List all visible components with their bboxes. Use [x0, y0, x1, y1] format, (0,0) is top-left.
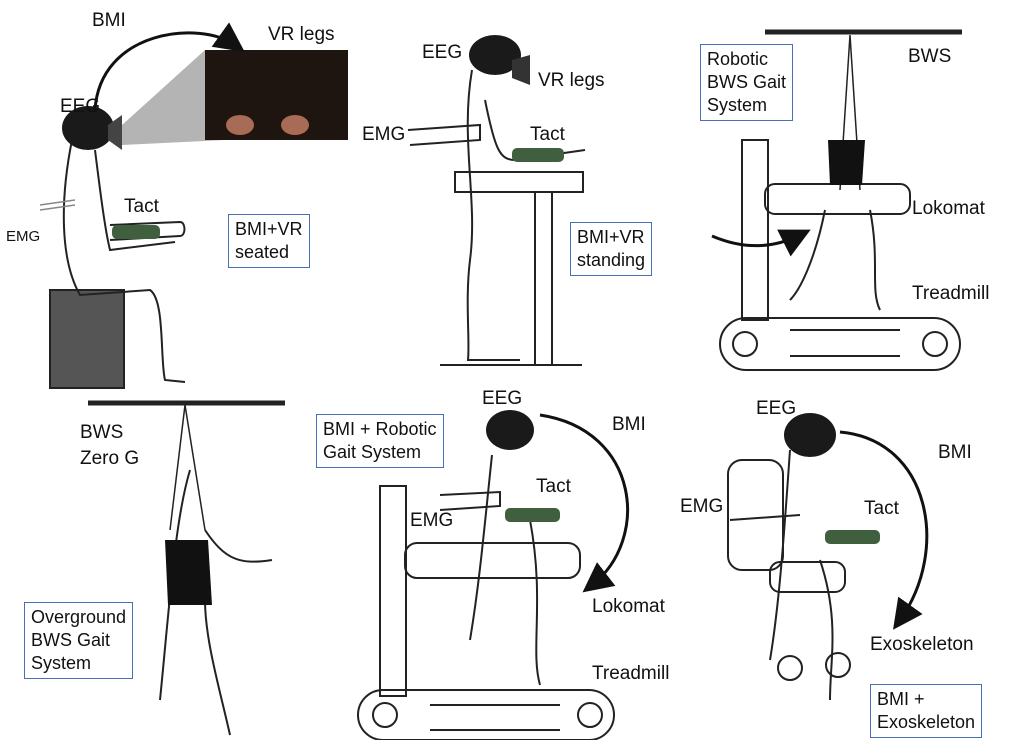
caption-bmi-vr-seated: BMI+VR seated	[228, 214, 310, 268]
tact-label: Tact	[864, 498, 899, 520]
eeg-label: EEG	[482, 388, 522, 410]
body-harness	[828, 140, 865, 185]
emg-label: EMG	[410, 510, 453, 532]
eeg-label: EEG	[756, 398, 796, 420]
caption-bmi-exoskeleton: BMI + Exoskeleton	[870, 684, 982, 738]
tact-label: Tact	[536, 476, 571, 498]
bmi-arrow	[540, 415, 628, 585]
lokomat-label: Lokomat	[912, 198, 985, 220]
caption-bmi-vr-standing: BMI+VR standing	[570, 222, 652, 276]
tact-sleeve	[825, 530, 880, 544]
emg-label: EMG	[680, 496, 723, 518]
lokomat-label: Lokomat	[592, 596, 665, 618]
eeg-label: EEG	[422, 42, 462, 64]
bmi-label: BMI	[92, 10, 126, 32]
bmi-robotic-rig	[358, 455, 614, 740]
emg-lines	[40, 200, 75, 210]
emg-label: EMG	[362, 124, 405, 146]
lokomat-arrow	[712, 235, 800, 246]
standing-figure	[408, 70, 585, 365]
treadmill-label: Treadmill	[912, 283, 989, 305]
caption-overground-bws: Overground BWS Gait System	[24, 602, 133, 679]
caption-bmi-robotic: BMI + Robotic Gait System	[316, 414, 444, 468]
seated-figure	[50, 140, 185, 388]
vr-leg-shape	[281, 115, 309, 135]
bmi-label: BMI	[938, 442, 972, 464]
exoskeleton-rig	[728, 450, 850, 700]
vr-leg-shape	[226, 115, 254, 135]
eeg-cap	[486, 410, 534, 450]
body-harness	[165, 540, 212, 605]
bws-label: BWS	[908, 46, 951, 68]
treadmill-label: Treadmill	[592, 663, 669, 685]
tact-sleeve	[112, 225, 160, 239]
tact-sleeve	[505, 508, 560, 522]
vr-headset	[512, 55, 530, 85]
bws-label: BWS	[80, 422, 123, 444]
tact-label: Tact	[530, 124, 565, 146]
vr-legs-label: VR legs	[268, 24, 335, 46]
zero-g-label: Zero G	[80, 448, 139, 470]
tact-label: Tact	[124, 196, 159, 218]
bmi-label: BMI	[612, 414, 646, 436]
tact-sleeve	[512, 148, 564, 162]
eeg-label: EEG	[60, 96, 100, 118]
bmi-arrow	[840, 432, 927, 620]
emg-label: EMG	[6, 226, 40, 248]
caption-robotic-bws: Robotic BWS Gait System	[700, 44, 793, 121]
exoskeleton-label: Exoskeleton	[870, 634, 974, 656]
vr-legs-label: VR legs	[538, 70, 605, 92]
